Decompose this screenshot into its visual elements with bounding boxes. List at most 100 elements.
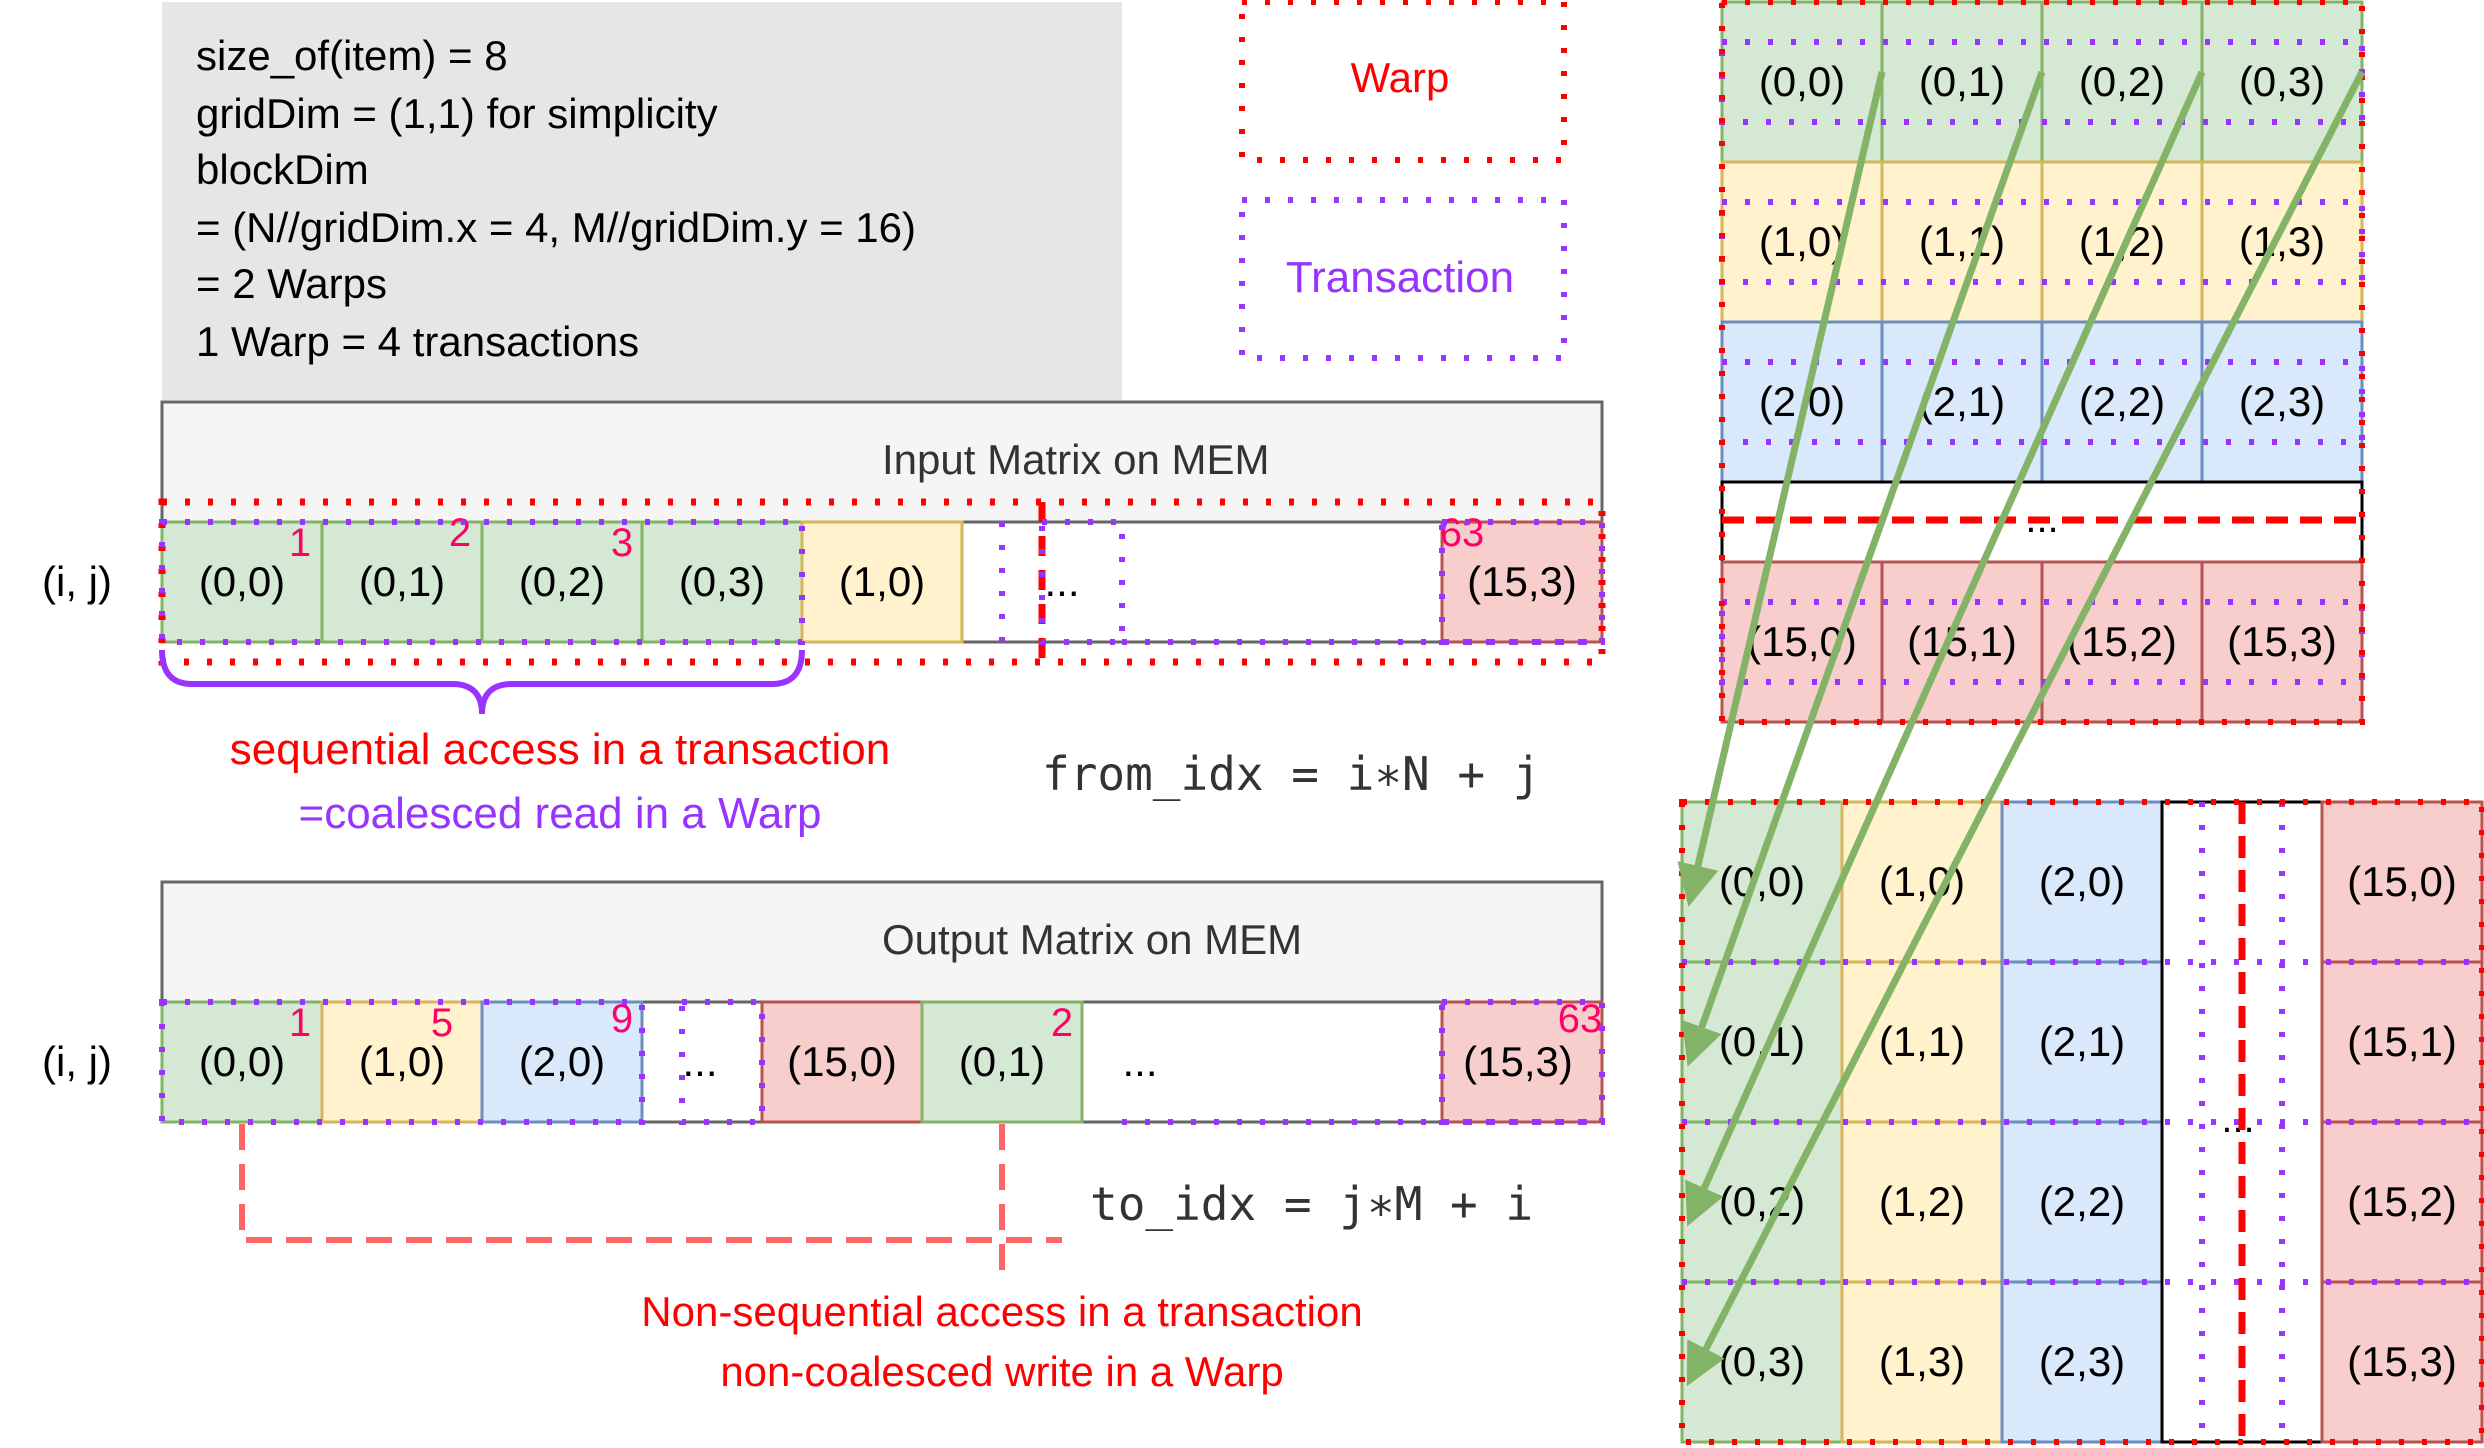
to-idx-formula: to_idx = j∗M + i — [1090, 1177, 1533, 1231]
input-cell-index-0: 1 — [289, 521, 311, 565]
transpose-arrow — [1677, 71, 1886, 907]
target-cell-label: (2,3) — [2039, 1338, 2125, 1385]
source-cell-label: (0,1) — [1919, 58, 2005, 105]
output-cell-label-3: ... — [682, 1038, 717, 1085]
source-warp-outline — [1719, 0, 2365, 725]
source-cell — [2200, 320, 2364, 484]
target-cell-label: (2,2) — [2039, 1178, 2125, 1225]
output-row-label: (i, j) — [42, 1038, 112, 1085]
target-cell — [1840, 1120, 2004, 1284]
source-cell-label: (15,3) — [2227, 618, 2337, 665]
source-transaction-outline — [1719, 199, 2365, 285]
source-cell-label: (0,0) — [1759, 58, 1845, 105]
transpose-arrow — [1686, 70, 2366, 1387]
input-matrix-title: Input Matrix on MEM — [882, 436, 1269, 483]
input-cell-label-5: ... — [1044, 558, 1079, 605]
notes-box: size_of(item) = 8 gridDim = (1,1) for si… — [162, 2, 1122, 400]
source-transaction-outline — [1719, 599, 2365, 685]
output-cell-index-5: 2 — [1051, 1001, 1073, 1045]
source-cell — [2040, 160, 2204, 324]
note-line: = (N//gridDim.x = 4, M//gridDim.y = 16) — [196, 204, 916, 251]
note-line: 1 Warp = 4 transactions — [196, 318, 639, 365]
input-cell-label-2: (0,2) — [519, 558, 605, 605]
output-cell-0 — [160, 1000, 324, 1124]
output-cell-4 — [760, 1000, 924, 1124]
target-cell — [2320, 800, 2484, 964]
target-cell-label: (0,3) — [1719, 1338, 1805, 1385]
output-cell-label-6: ... — [1122, 1038, 1157, 1085]
input-transaction-outline — [1039, 519, 1125, 645]
input-cell-1 — [320, 520, 484, 644]
legend: Warp Transaction — [1239, 0, 1567, 361]
output-cell-label-4: (15,0) — [787, 1038, 897, 1085]
note-line: blockDim — [196, 146, 369, 193]
target-cell — [1840, 1280, 2004, 1444]
output-transaction-outline — [679, 999, 765, 1125]
source-cell — [1880, 0, 2044, 164]
source-transaction-outline — [1719, 39, 2365, 125]
target-grid: (0,0) (0,1) (0,2) (0,3) (1,0) (1,1) (1,2… — [1679, 799, 2484, 1445]
target-cell-label: (2,1) — [2039, 1018, 2125, 1065]
legend-warp-box — [1239, 0, 1567, 163]
output-cell-label-1: (1,0) — [359, 1038, 445, 1085]
source-cell-label: (2,3) — [2239, 378, 2325, 425]
input-cell-label-1: (0,1) — [359, 558, 445, 605]
input-cell-label-6: (15,3) — [1467, 558, 1577, 605]
target-cell-label: (15,2) — [2347, 1178, 2457, 1225]
output-cell-label-2: (2,0) — [519, 1038, 605, 1085]
source-cell-label: (15,2) — [2067, 618, 2177, 665]
transpose-arrow — [1685, 70, 2206, 1227]
output-cell-label-0: (0,0) — [199, 1038, 285, 1085]
input-cell-0 — [160, 520, 324, 644]
output-cell-label-5: (0,1) — [959, 1038, 1045, 1085]
target-cell — [2320, 1120, 2484, 1284]
output-caption-line2: non-coalesced write in a Warp — [720, 1348, 1283, 1395]
input-warp-outline — [158, 498, 1606, 666]
transpose-arrows — [1677, 70, 2366, 1387]
input-cell-label-0: (0,0) — [199, 558, 285, 605]
target-cell-label: (1,3) — [1879, 1338, 1965, 1385]
source-cell-label: (15,1) — [1907, 618, 2017, 665]
output-cell-1 — [320, 1000, 484, 1124]
legend-warp-label: Warp — [1351, 54, 1450, 101]
input-cell-3 — [640, 520, 804, 644]
target-cell — [1840, 960, 2004, 1124]
input-cell-index-6: 63 — [1440, 511, 1485, 555]
note-line: size_of(item) = 8 — [196, 32, 508, 79]
input-cell-label-3: (0,3) — [679, 558, 765, 605]
target-cell-label: (2,0) — [2039, 858, 2125, 905]
target-cell-label: (1,2) — [1879, 1178, 1965, 1225]
target-cell-label: (15,3) — [2347, 1338, 2457, 1385]
target-cell-label: (1,1) — [1879, 1018, 1965, 1065]
target-cell — [2000, 1280, 2164, 1444]
input-cell-index-2: 3 — [611, 521, 633, 565]
input-cell-index-1: 2 — [449, 511, 471, 555]
output-cell-2 — [480, 1000, 644, 1124]
source-transaction-outline — [1719, 359, 2365, 445]
output-matrix: Output Matrix on MEM (i, j) (0,0) 1 (1,0… — [42, 880, 1605, 1395]
source-cell — [1720, 0, 1884, 164]
input-caption-line1: sequential access in a transaction — [230, 725, 890, 774]
source-cell-label: (0,2) — [2079, 58, 2165, 105]
source-cell — [2200, 0, 2364, 164]
output-cell-7 — [1440, 1000, 1604, 1124]
notes-background — [162, 2, 1122, 400]
output-caption-line1: Non-sequential access in a transaction — [641, 1288, 1362, 1335]
source-cell — [2040, 320, 2204, 484]
source-cell — [2040, 560, 2204, 724]
note-line: = 2 Warps — [196, 260, 387, 307]
source-cell — [2200, 560, 2364, 724]
input-caption-line2: =coalesced read in a Warp — [299, 789, 822, 838]
transpose-arrow — [1681, 70, 2046, 1067]
output-matrix-title: Output Matrix on MEM — [882, 916, 1302, 963]
note-line: gridDim = (1,1) for simplicity — [196, 90, 718, 137]
input-cell-label-4: (1,0) — [839, 558, 925, 605]
target-cell-label: (15,1) — [2347, 1018, 2457, 1065]
source-cell-label: (2,2) — [2079, 378, 2165, 425]
non-coalesced-connector — [239, 1124, 1062, 1282]
source-cell-label: (1,0) — [1759, 218, 1845, 265]
target-cell-label: (15,0) — [2347, 858, 2457, 905]
output-cell-5 — [920, 1000, 1084, 1124]
source-cell-label: (0,3) — [2239, 58, 2325, 105]
